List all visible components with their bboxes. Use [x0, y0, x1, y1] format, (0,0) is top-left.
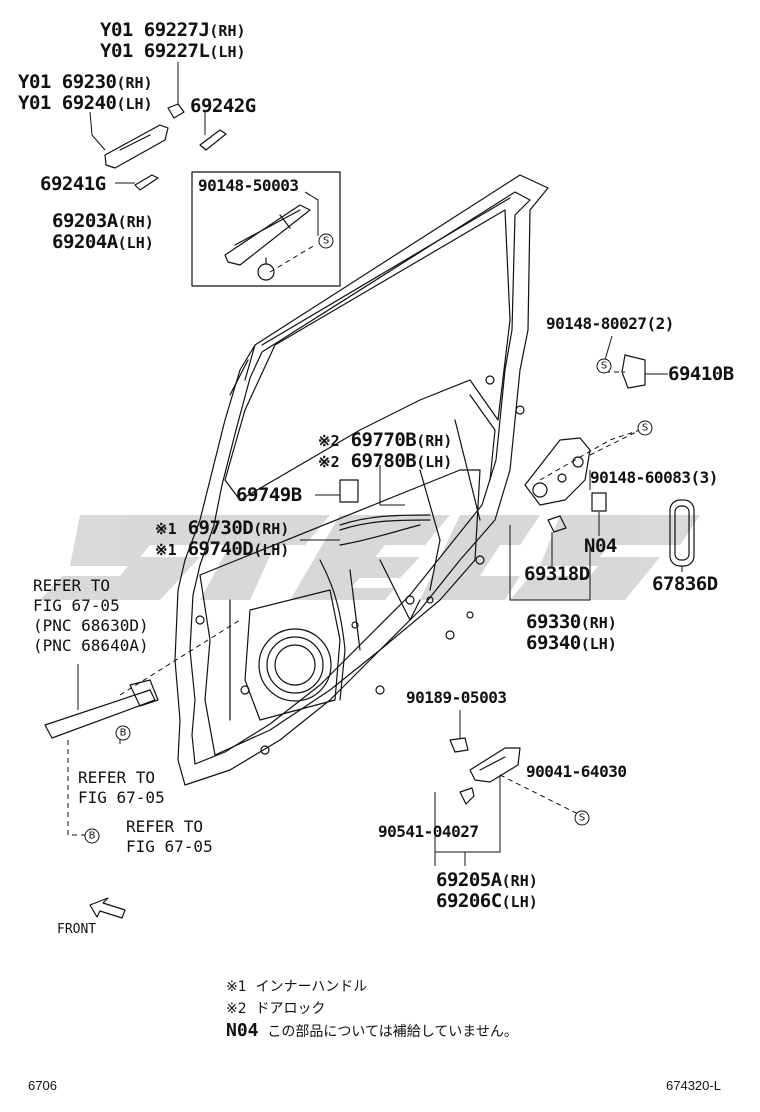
clip-69749b	[339, 479, 359, 503]
refer-block-b1[interactable]: REFER TO FIG 67-05	[78, 768, 165, 807]
callout-s: S	[323, 236, 329, 247]
label-69242g[interactable]: 69242G	[190, 95, 256, 117]
label-69330[interactable]: 69330(RH) 69340(LH)	[526, 611, 617, 654]
label-69230[interactable]: Y01 69230(RH) Y01 69240(LH)	[18, 71, 153, 114]
label-67836d[interactable]: 67836D	[652, 573, 718, 595]
label-69227[interactable]: Y01 69227J(RH) Y01 69227L(LH)	[100, 19, 246, 62]
handle-cap	[167, 103, 185, 119]
n04-part	[591, 492, 607, 512]
callout-b: B	[89, 831, 96, 842]
label-69318d[interactable]: 69318D	[524, 563, 590, 585]
label-69410b[interactable]: 69410B	[668, 363, 734, 385]
front-label: FRONT	[57, 922, 97, 937]
note-2: ※2 ドアロック	[226, 1001, 326, 1017]
note-1: ※1 インナーハンドル	[226, 979, 368, 995]
label-69203a[interactable]: 69203A(RH) 69204A(LH)	[52, 210, 154, 253]
front-arrow	[89, 897, 126, 919]
callout-s: S	[642, 423, 648, 434]
label-90148-60083[interactable]: 90148-60083(3)	[590, 468, 718, 487]
label-69770b[interactable]: ※2 69770B(RH) ※2 69780B(LH)	[318, 429, 453, 472]
gasket-69241g	[134, 174, 159, 191]
label-90541-04027[interactable]: 90541-04027	[378, 822, 479, 841]
callout-s: S	[579, 813, 585, 824]
inner-handle	[469, 747, 521, 783]
refer-block-b2[interactable]: REFER TO FIG 67-05	[126, 817, 213, 856]
refer-block-door-check[interactable]: REFER TO FIG 67-05 (PNC 68630D) (PNC 686…	[33, 576, 149, 655]
label-69205a[interactable]: 69205A(RH) 69206C(LH)	[436, 869, 538, 912]
clip-90189	[449, 737, 469, 753]
note-n04: N04 この部品については補給していません。	[226, 1020, 518, 1041]
label-69749b[interactable]: 69749B	[236, 484, 302, 506]
label-69730d[interactable]: ※1 69730D(RH) ※1 69740D(LH)	[155, 517, 290, 560]
footer-figure-code: 674320-L	[666, 1078, 721, 1093]
lock-cable	[339, 514, 431, 526]
gasket-69242g	[199, 129, 227, 151]
door-lock	[524, 437, 591, 506]
striker	[621, 354, 646, 389]
label-69241g[interactable]: 69241G	[40, 173, 106, 195]
label-90041-64030[interactable]: 90041-64030	[526, 762, 627, 781]
inner-handle-cable	[339, 524, 421, 546]
frame-detail-box	[191, 171, 341, 287]
callout-b: B	[120, 728, 127, 739]
label-90148-50003[interactable]: 90148-50003	[198, 176, 299, 195]
door-check	[44, 689, 156, 739]
callout-s: S	[601, 361, 607, 372]
outer-handle	[104, 124, 169, 169]
bushing-69318d	[547, 515, 567, 533]
label-90189-05003[interactable]: 90189-05003	[406, 688, 507, 707]
label-n04[interactable]: N04	[584, 535, 617, 557]
door-frame	[174, 174, 549, 786]
screw-90541	[459, 787, 475, 805]
footer-page-code: 6706	[28, 1078, 57, 1093]
label-90148-80027[interactable]: 90148-80027(2)	[546, 314, 674, 333]
